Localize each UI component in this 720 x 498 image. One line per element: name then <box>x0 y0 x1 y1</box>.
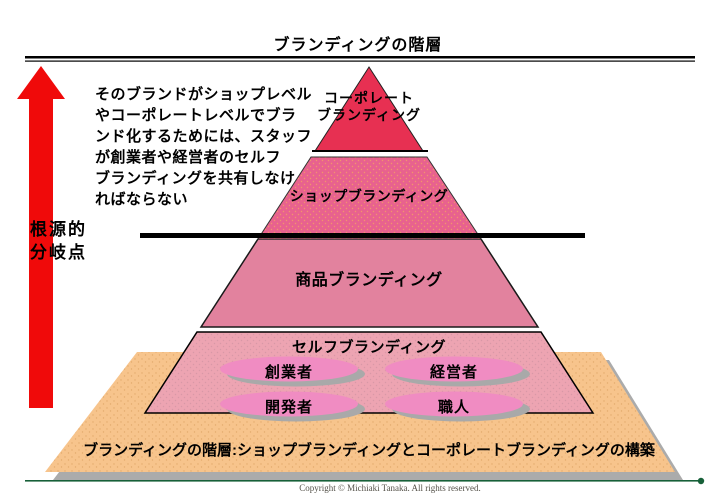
tier2-shop-label: ショップブランディング <box>289 188 449 204</box>
role-founder-ellipse <box>220 356 358 382</box>
tier3-product-label: 商品ブランディング <box>295 272 443 289</box>
note-line: ればならない <box>95 191 189 208</box>
footer-line <box>25 480 701 482</box>
tier4-self-label: セルフブランディング <box>292 339 446 356</box>
note-line: ンド化するためには、スタッフ <box>95 128 313 145</box>
role-craftsman-label: 職人 <box>437 399 470 416</box>
branch-point-line1: 根源的 <box>30 220 87 239</box>
pyramid-tier2-shape <box>257 156 482 240</box>
role-manager-ellipse <box>385 356 523 382</box>
copyright-text: Copyright © Michiaki Tanaka. All rights … <box>299 483 481 493</box>
branch-point-line <box>140 233 585 238</box>
tier1-base-line <box>312 150 428 152</box>
role-developer-label: 開発者 <box>264 399 313 416</box>
note-line: やコーポレートレベルでブラ <box>95 107 297 124</box>
footer-line-dot <box>697 477 705 485</box>
title-rule-top <box>25 56 695 59</box>
base-caption: ブランディングの階層:ショップブランディングとコーポレートブランディングの構築 <box>83 442 655 459</box>
tier1-corporate-label: コーポレート ブランディング <box>119 90 619 124</box>
note-paragraph: そのブランドがショップレベル やコーポレートレベルでブラ ンド化するためには、ス… <box>95 84 345 210</box>
branch-point-label: 根源的 分岐点 <box>30 218 87 264</box>
note-line: ブランディングを共有しなけ <box>95 170 296 187</box>
role-developer-ellipse <box>220 391 358 417</box>
role-manager-label: 経営者 <box>429 364 478 381</box>
tier1-label-line2: ブランディング <box>316 107 422 123</box>
branch-point-line2: 分岐点 <box>30 243 87 262</box>
title-rule-bottom <box>25 60 695 62</box>
note-line: が創業者や経営者のセルフ <box>95 149 282 166</box>
up-arrow <box>17 66 65 408</box>
note-line: そのブランドがショップレベル <box>95 86 313 103</box>
tier1-label-line1: コーポレート <box>324 90 414 106</box>
role-founder-label: 創業者 <box>264 364 313 381</box>
role-craftsman-ellipse <box>385 391 523 417</box>
slide-title: ブランディングの階層 <box>273 37 443 54</box>
